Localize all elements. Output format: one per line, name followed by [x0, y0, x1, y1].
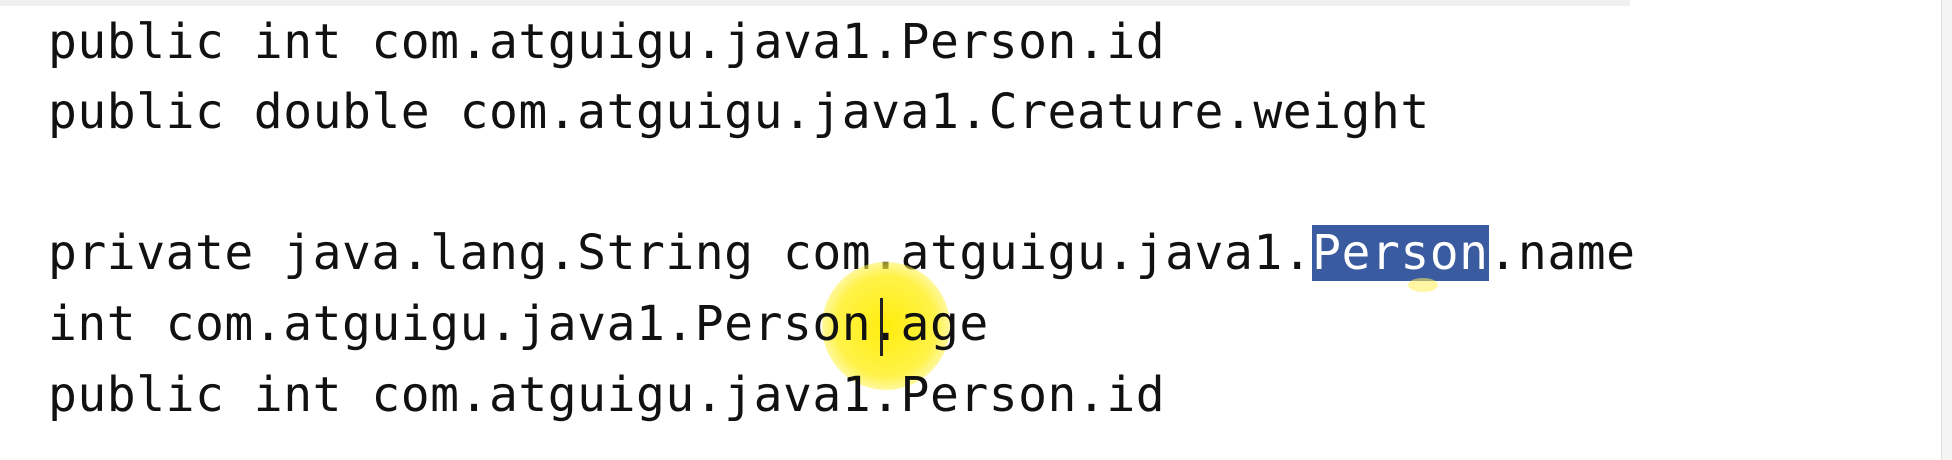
output-line: public double com.atguigu.java1.Creature…: [48, 84, 1430, 140]
output-line: private java.lang.String com.atguigu.jav…: [48, 223, 1636, 283]
cursor-glint: [1408, 278, 1438, 292]
console-scrollbar[interactable]: [1941, 0, 1952, 460]
output-line-prefix: private java.lang.String com.atguigu.jav…: [48, 225, 1313, 281]
output-line: public int com.atguigu.java1.Person.id: [48, 14, 1166, 70]
selected-text[interactable]: Person: [1312, 225, 1489, 281]
output-line-suffix: .name: [1488, 225, 1636, 281]
output-line: int com.atguigu.java1.Person.age: [48, 296, 989, 352]
text-caret: [880, 298, 883, 356]
output-line: public int com.atguigu.java1.Person.id: [48, 367, 1166, 423]
mouse-cursor-highlight: [822, 262, 950, 390]
console-top-border: [0, 0, 1630, 6]
